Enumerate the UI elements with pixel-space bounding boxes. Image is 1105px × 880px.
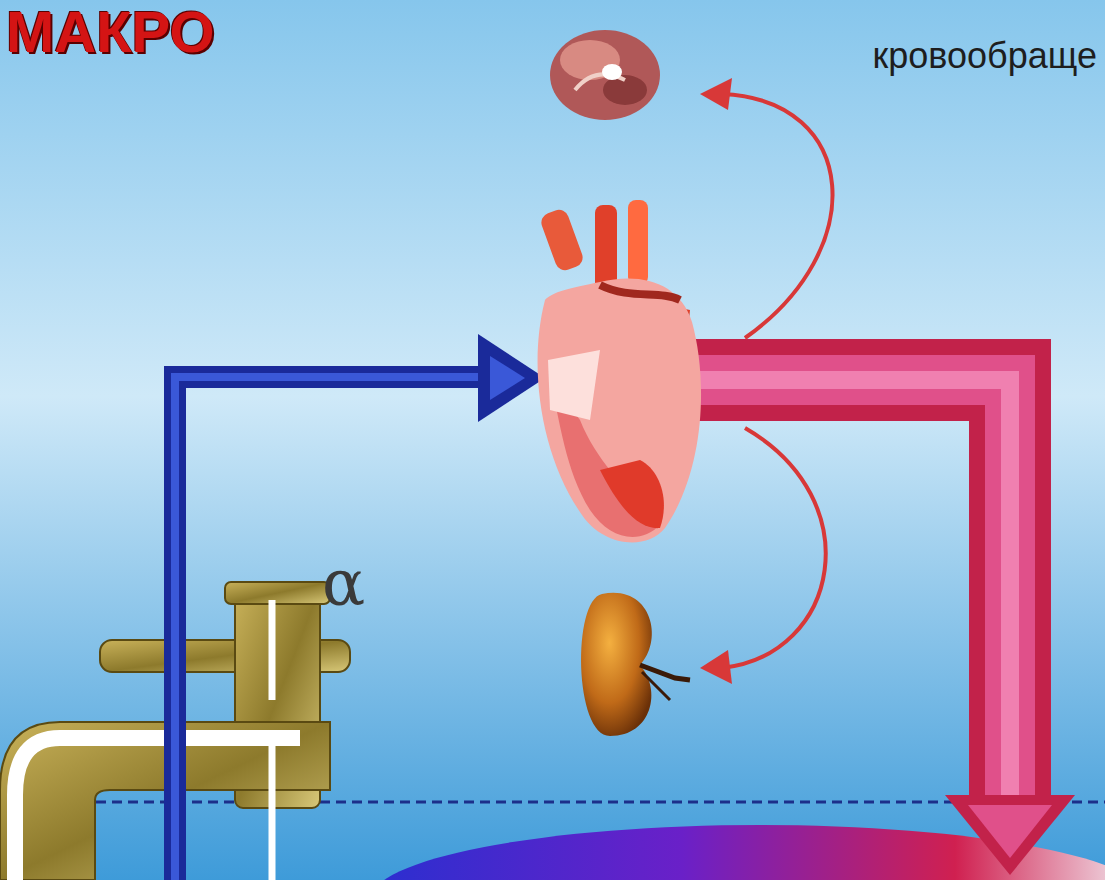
- caption-text: кровообраще: [873, 36, 1097, 76]
- branch-arrow: [722, 94, 833, 668]
- venous-arrow: [175, 334, 545, 880]
- arrowhead: [700, 78, 732, 110]
- symbol-label: α: [322, 548, 365, 618]
- heading: МАКРО: [6, 0, 215, 64]
- brain: [550, 30, 660, 120]
- arrowhead: [700, 650, 732, 684]
- arterial-arrow: [695, 380, 1075, 875]
- kidney: [581, 593, 690, 736]
- heart: [538, 200, 702, 542]
